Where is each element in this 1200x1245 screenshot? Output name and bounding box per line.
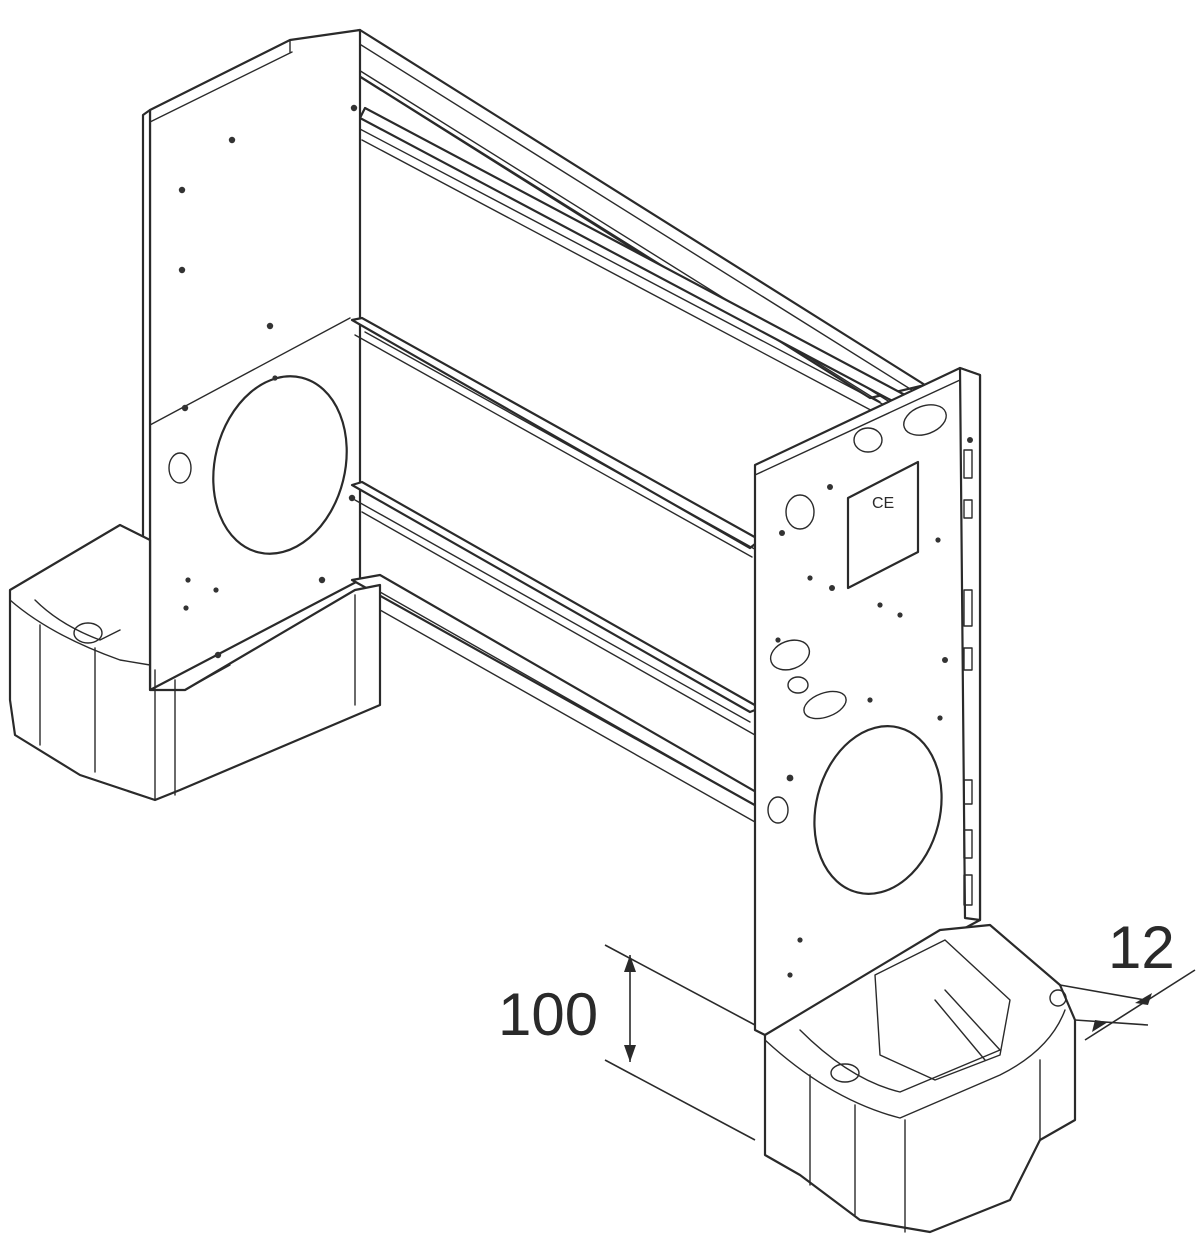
middle-rails [350,316,772,823]
left-base-foot [8,523,382,802]
ce-mark-label: CE [872,495,894,512]
height-dimension: 100 [498,944,756,1141]
right-side-plate: CE [753,366,982,1037]
offset-dimension-label: 12 [1108,914,1175,981]
right-base-foot [763,923,1077,1234]
offset-dimension: 12 [1059,914,1196,1041]
height-dimension-label: 100 [498,981,598,1048]
top-rails [303,28,927,416]
left-side-plate [141,28,362,692]
